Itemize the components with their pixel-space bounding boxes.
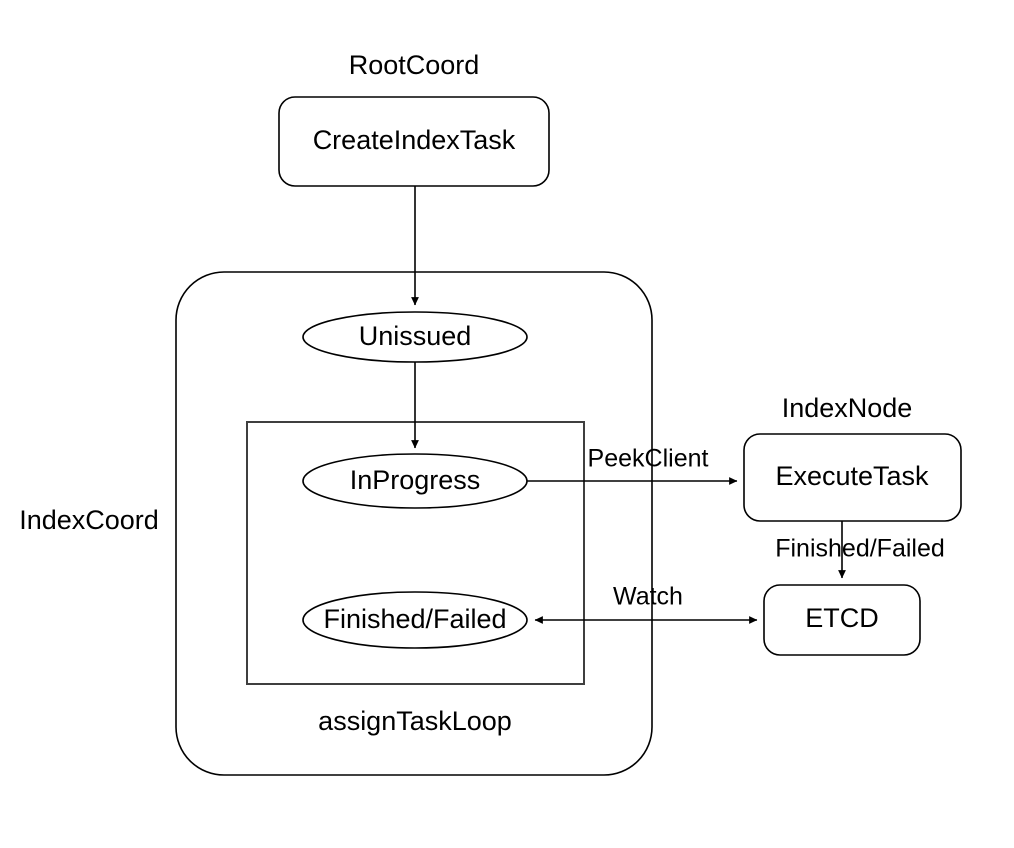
- in-progress-label: InProgress: [350, 465, 481, 495]
- indexnode-label: IndexNode: [782, 393, 913, 423]
- rootcoord-label: RootCoord: [349, 50, 480, 80]
- finished-failed-label: Finished/Failed: [323, 604, 506, 634]
- indexcoord-container[interactable]: [175, 271, 653, 776]
- execute-task-label: ExecuteTask: [775, 461, 929, 491]
- node-create-index-task[interactable]: CreateIndexTask: [278, 96, 550, 187]
- node-etcd[interactable]: ETCD: [763, 584, 921, 656]
- node-in-progress[interactable]: InProgress: [302, 453, 528, 509]
- execute-task-shape[interactable]: [743, 433, 962, 522]
- etcd-label: ETCD: [805, 603, 879, 633]
- edge-etcd-to-finishedfailed: Watch: [534, 583, 758, 624]
- edge-inprogress-to-executetask: PeekClient: [527, 445, 738, 485]
- create-index-task-shape[interactable]: [278, 96, 550, 187]
- indexcoord-label: IndexCoord: [19, 505, 159, 535]
- unissued-label: Unissued: [359, 321, 472, 351]
- node-execute-task[interactable]: ExecuteTask: [743, 433, 962, 522]
- in-progress-shape[interactable]: [302, 453, 528, 509]
- edge-label-peekclient: PeekClient: [588, 445, 709, 473]
- edge-label-finished-failed: Finished/Failed: [775, 535, 945, 563]
- assigntaskloop-label: assignTaskLoop: [318, 706, 512, 736]
- create-index-task-label: CreateIndexTask: [313, 125, 516, 155]
- etcd-shape[interactable]: [763, 584, 921, 656]
- finished-failed-shape[interactable]: [302, 591, 528, 649]
- group-indexcoord[interactable]: IndexCoord: [19, 271, 653, 776]
- node-finished-failed[interactable]: Finished/Failed: [302, 591, 528, 649]
- unissued-shape[interactable]: [302, 311, 528, 363]
- edge-label-watch: Watch: [613, 583, 683, 611]
- node-unissued[interactable]: Unissued: [302, 311, 528, 363]
- edge-executetask-to-etcd: Finished/Failed: [775, 521, 945, 579]
